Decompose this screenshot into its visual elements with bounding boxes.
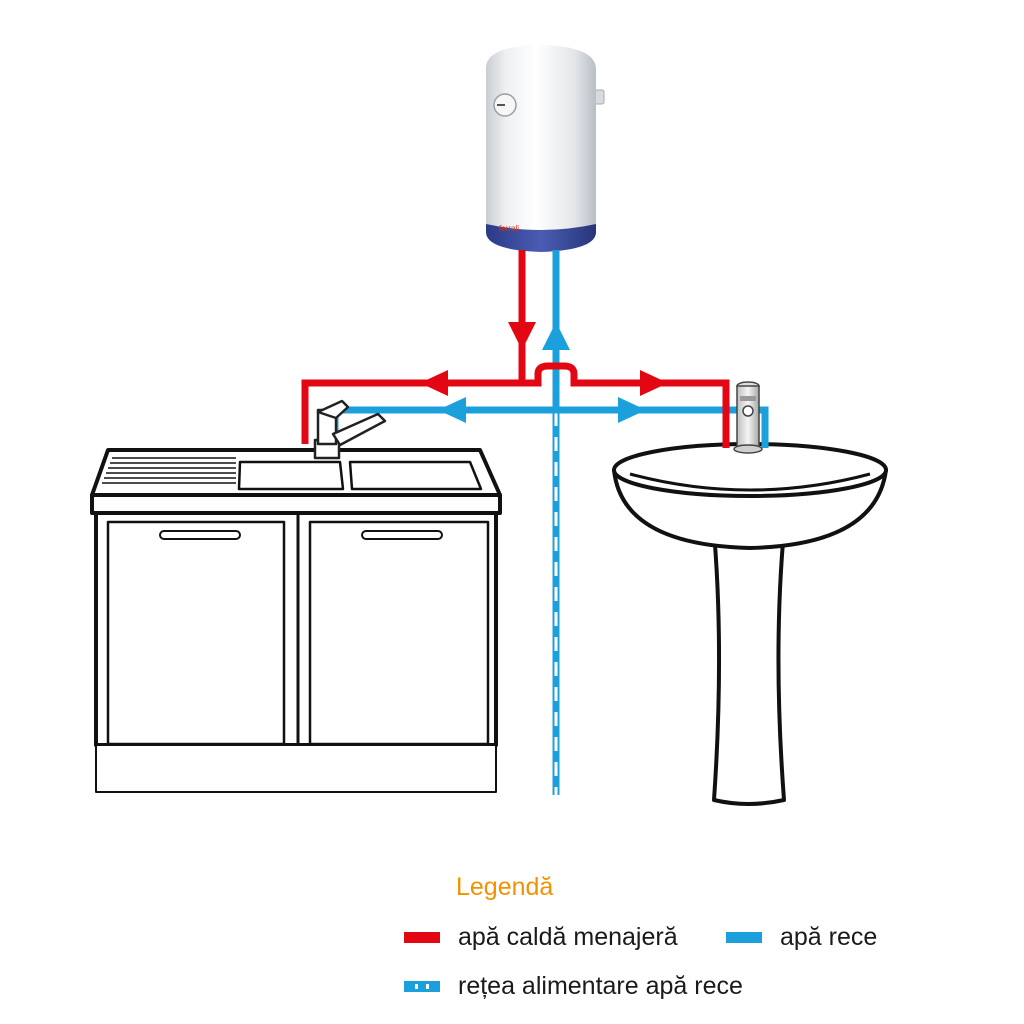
hot-flow-arrow-left [420,370,448,396]
cabinet-door-right [308,520,490,746]
cold-distribution-pipe [331,406,769,448]
cabinet-handle-right [361,530,443,540]
hot-flow-arrow-down [508,322,536,350]
cabinet-handle-left [159,530,241,540]
basin-tap-icon [733,381,763,454]
water-heater-icon: ferroli [486,45,605,252]
cabinet-door-left [106,520,286,746]
drainboard-grooves [102,457,236,484]
cold-flow-arrow-up [542,322,570,350]
cold-flow-arrow-left [438,397,466,423]
heater-brand-logo: ferroli [499,224,519,233]
kitchen-sink-cabinet [90,448,502,793]
sink-basin-left [237,460,345,491]
washbasin [612,442,888,806]
basin-pedestal [710,508,788,806]
kitchen-faucet-icon [313,399,387,460]
hot-distribution-pipe [301,362,730,448]
hot-flow-arrow-right [640,370,668,396]
sink-basin-right [348,460,483,491]
cold-flow-arrow-right [618,397,646,423]
